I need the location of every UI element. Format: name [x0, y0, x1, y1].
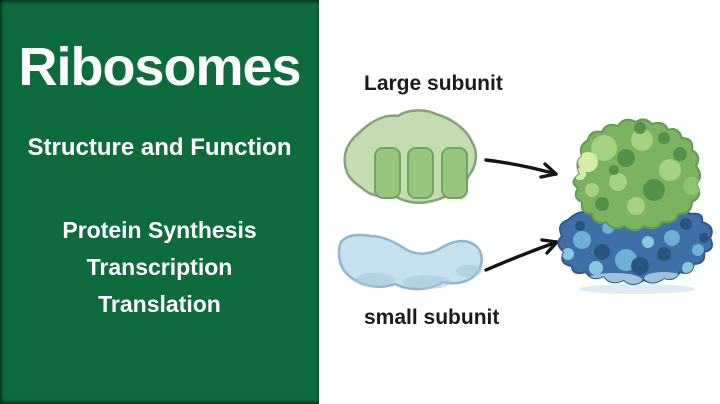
large-subunit-illustration — [343, 109, 478, 204]
small-subunit-shading — [403, 275, 451, 289]
arrow-small-to-ribosome-icon — [484, 238, 559, 272]
page-subtitle: Structure and Function — [27, 134, 292, 161]
large-subunit-label: Large subunit — [364, 72, 503, 95]
small-subunit-label: small subunit — [364, 306, 500, 329]
page-title: Ribosomes — [18, 37, 301, 97]
large-subunit-bar — [441, 147, 468, 199]
large-subunit-bar — [407, 147, 434, 199]
left-panel: Ribosomes Structure and Function Protein… — [0, 0, 319, 404]
arrow-large-to-ribosome-icon — [484, 158, 558, 179]
topic-item-protein-synthesis: Protein Synthesis — [62, 217, 257, 243]
large-subunit-bar — [374, 147, 401, 199]
ribosome-illustration — [557, 118, 713, 294]
topic-item-translation: Translation — [98, 291, 221, 317]
topic-list: Protein Synthesis Transcription Translat… — [0, 212, 319, 323]
ribosome-large-subunit-texture — [574, 122, 701, 215]
small-subunit-shading — [456, 265, 482, 277]
ribosome-shadow — [579, 284, 695, 294]
small-subunit-illustration — [337, 233, 483, 291]
small-subunit-shading — [355, 273, 395, 287]
topic-item-transcription: Transcription — [86, 254, 233, 280]
